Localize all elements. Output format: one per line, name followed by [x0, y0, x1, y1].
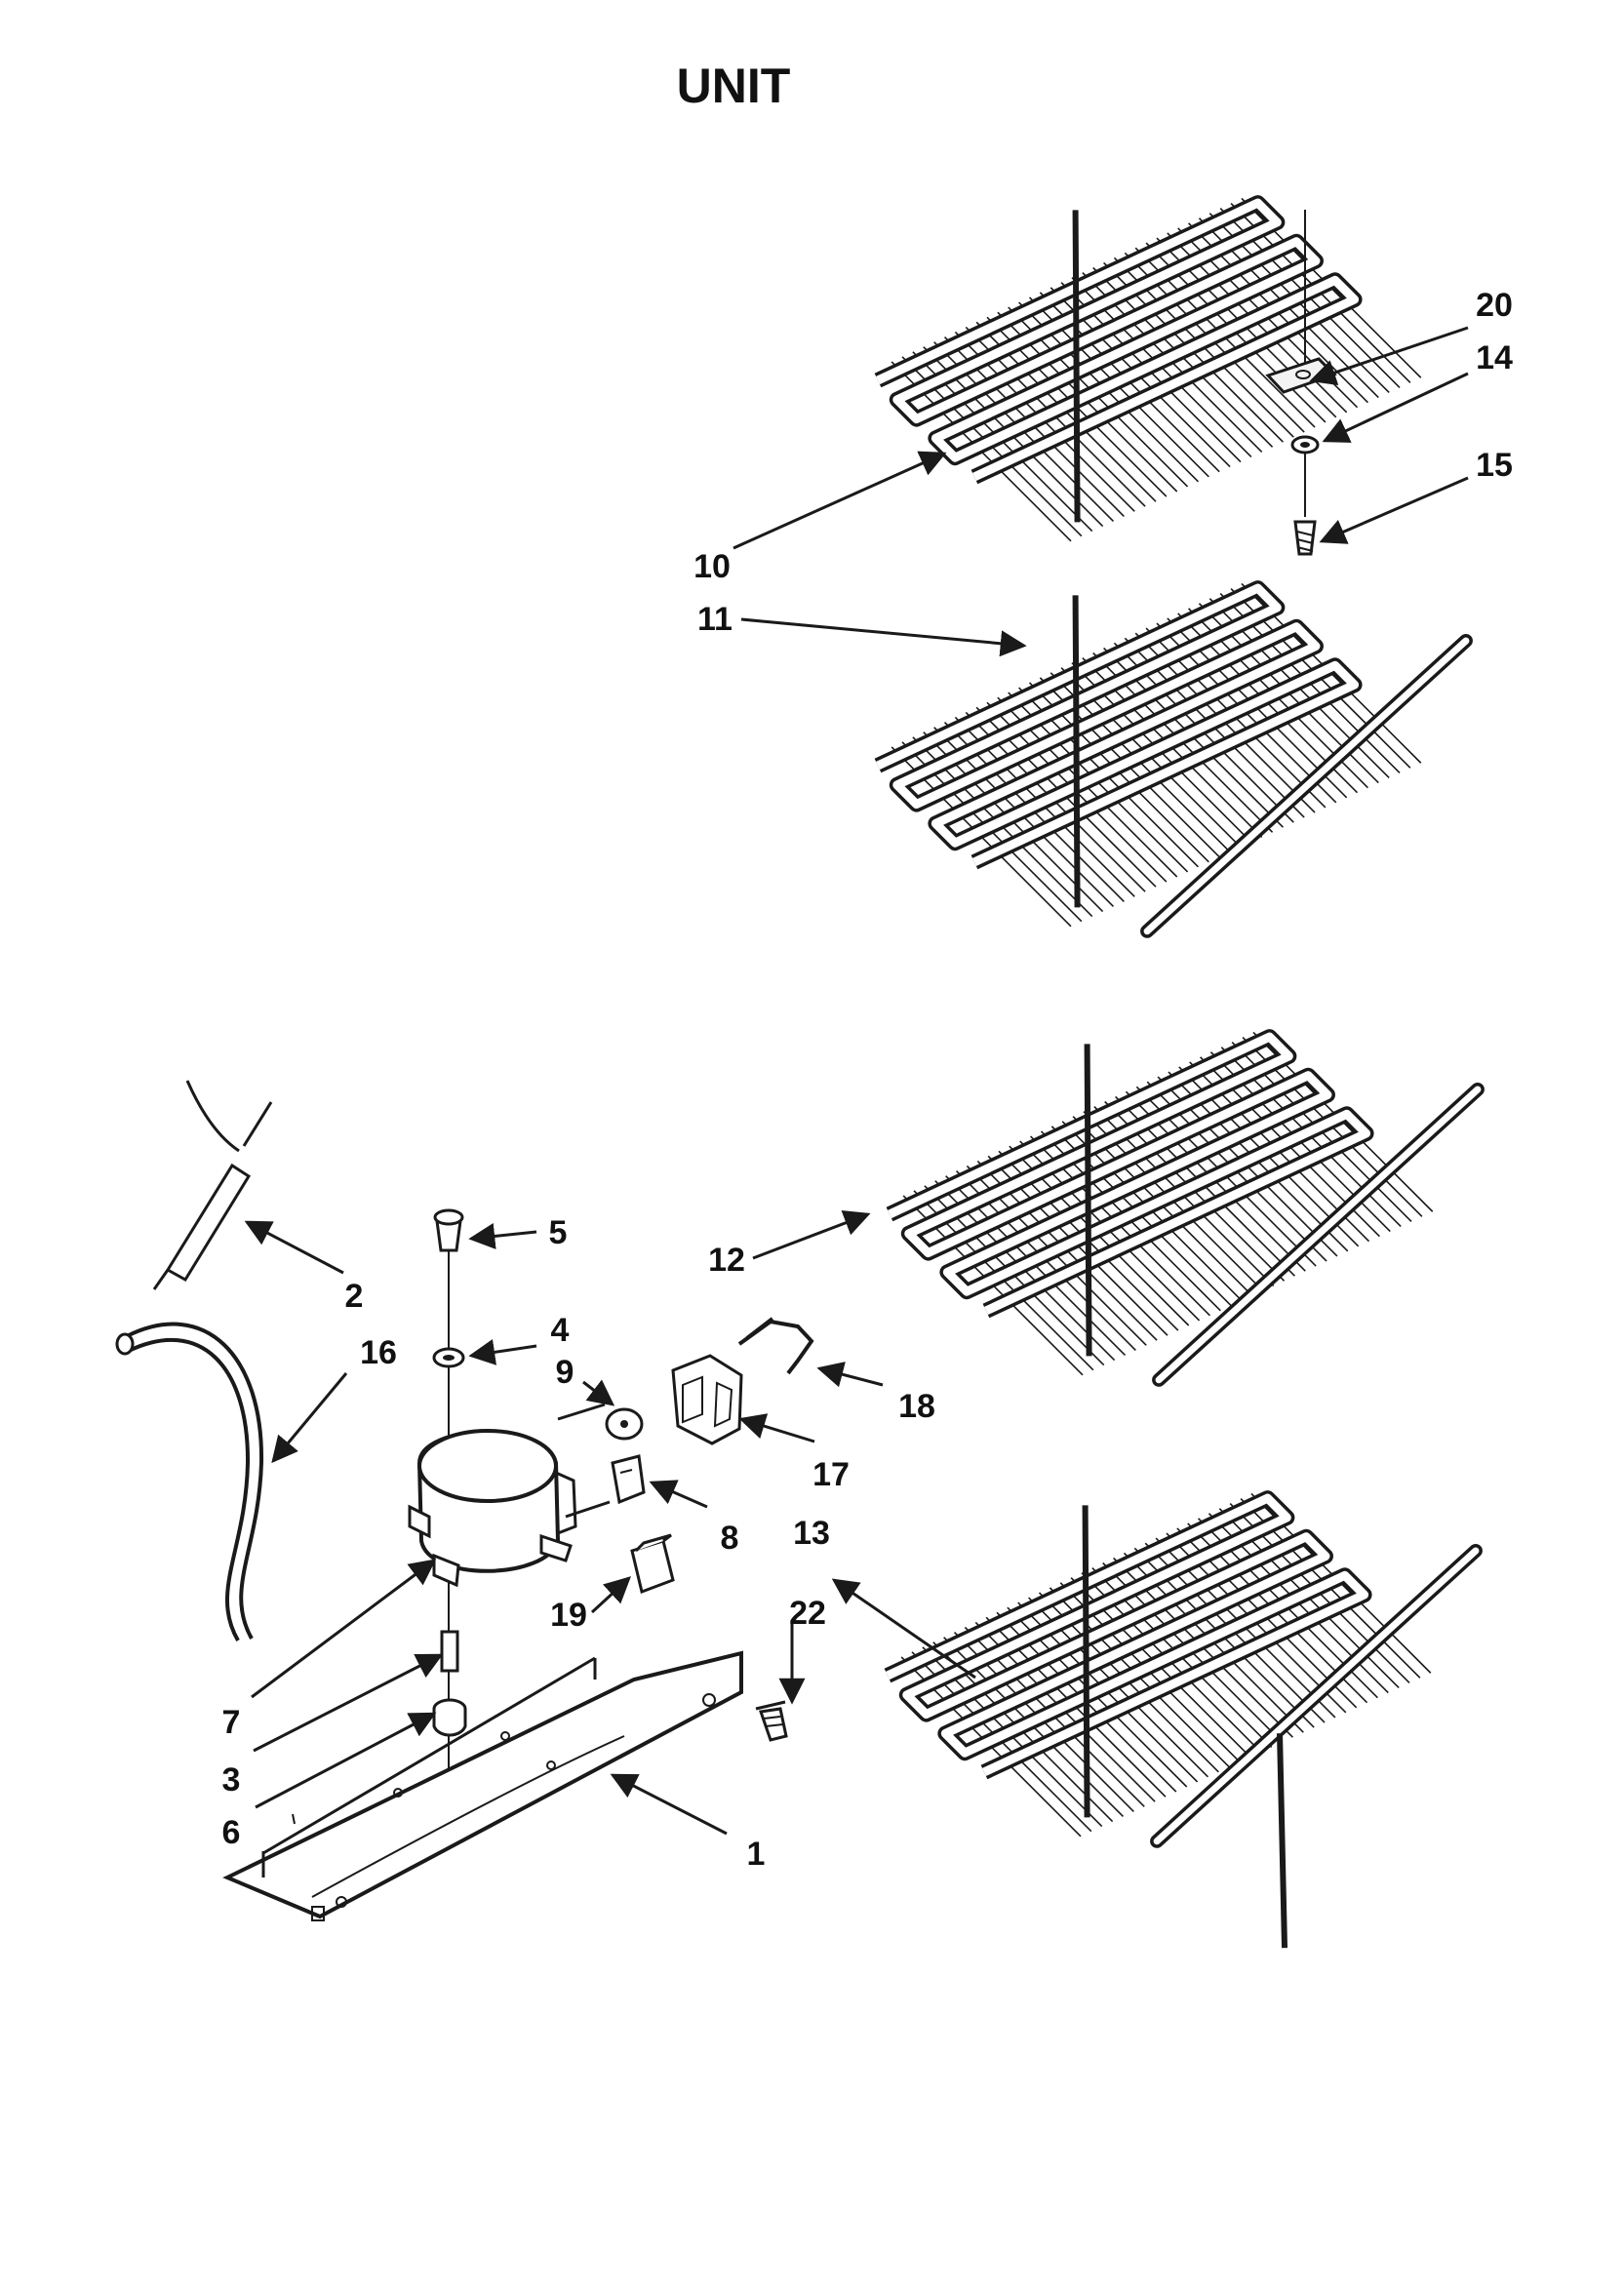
screw-15: [1293, 520, 1317, 556]
coil-rail-core: [1143, 637, 1470, 935]
clip-18: [737, 1317, 814, 1375]
label-4: 4: [551, 1312, 570, 1349]
coil-stand-wire: [1084, 1044, 1092, 1357]
screw-22: [755, 1700, 788, 1742]
coil-stand-wire: [1082, 1505, 1090, 1818]
label-2: 2: [345, 1278, 364, 1315]
terminal-cover-17: [671, 1354, 743, 1445]
label-5: 5: [549, 1214, 568, 1251]
leader-lines: [244, 326, 1469, 1836]
label-14: 14: [1476, 339, 1513, 376]
capacitor-19: [630, 1533, 675, 1595]
label-12: 12: [708, 1242, 745, 1279]
coil-stand-wire: [1072, 595, 1081, 908]
condenser-coil-10: [874, 195, 1422, 542]
sleeve-3: [440, 1630, 459, 1673]
diagram-title: UNIT: [677, 59, 791, 113]
label-22: 22: [789, 1595, 826, 1632]
condenser-coil-11: [874, 580, 1473, 938]
label-18: 18: [898, 1388, 935, 1425]
label-19: 19: [550, 1597, 587, 1634]
label-17: 17: [812, 1456, 850, 1493]
label-13: 13: [793, 1515, 830, 1552]
coil-stand-wire: [1072, 210, 1081, 523]
label-9: 9: [556, 1354, 574, 1391]
label-7: 7: [222, 1704, 241, 1741]
tube-16: [115, 1322, 264, 1642]
part-labels: 10 11 12 13 20 14 15 5 2 4 16 9 18 17 8 …: [222, 287, 1513, 1873]
coil-tube-core: [886, 1493, 1369, 1777]
relay-8: [611, 1454, 646, 1505]
condenser-coil-13: [884, 1490, 1483, 1949]
condenser-coil-12: [886, 1029, 1485, 1387]
coil-rail-core: [1155, 1086, 1482, 1384]
coil-tube-core: [876, 198, 1360, 482]
coil-tube-core: [888, 1032, 1371, 1316]
label-15: 15: [1476, 447, 1513, 484]
label-8: 8: [721, 1520, 739, 1557]
label-11: 11: [697, 601, 733, 638]
label-3: 3: [222, 1761, 241, 1799]
label-20: 20: [1476, 287, 1513, 324]
label-16: 16: [360, 1334, 397, 1371]
coil-drop-wire: [1277, 1733, 1288, 1949]
compressor: [408, 1208, 611, 1834]
coil-tube-core: [876, 583, 1360, 867]
coil-rail-core: [1153, 1547, 1480, 1845]
overload-9: [605, 1407, 644, 1441]
filter-dryer: [152, 1080, 273, 1290]
label-10: 10: [693, 548, 731, 585]
label-1: 1: [747, 1836, 766, 1873]
base-plate: [222, 1650, 743, 1921]
label-6: 6: [222, 1814, 241, 1851]
